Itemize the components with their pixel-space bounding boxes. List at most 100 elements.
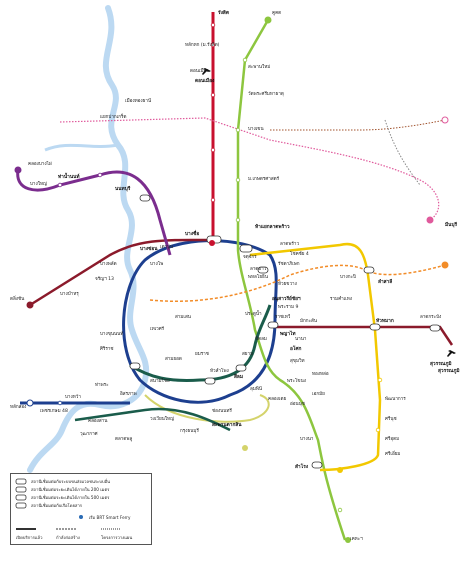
airport-icon bbox=[202, 68, 211, 75]
station-label-bang-na: บางนา bbox=[300, 437, 314, 442]
station-label-chatuchak: จตุจักร bbox=[243, 253, 257, 260]
station-label-lat-krabang: ลาดกระบัง bbox=[420, 313, 441, 320]
station-label-rangsit: รังสิต bbox=[218, 9, 229, 16]
station-label-lat-yao: ลาดยาว bbox=[250, 267, 267, 272]
legend-item-3: สถานีเชื่อมต่อระยะเดินได้ภายใน 500 เมตร bbox=[31, 494, 110, 500]
station-label-bang-son: บางซ่อน bbox=[140, 246, 158, 252]
yellow-line bbox=[249, 242, 382, 472]
station-label-samrong: สำโรง bbox=[295, 463, 309, 470]
legend-graphics: สถานีเชื่อมต่อกับระบบขนส่งมวลชนระบบอื่น … bbox=[15, 478, 132, 540]
station-markers bbox=[14, 16, 449, 513]
station-label-saphan-taksin: สะพานตากสิน bbox=[212, 421, 242, 428]
station-label-phra-khanong: พระโขนง bbox=[287, 377, 306, 384]
station-label-chok-chai: โชคชัย 4 bbox=[290, 250, 309, 257]
station-label-bang-wa: บางหว้า bbox=[65, 394, 81, 400]
station-label-pratunam: ประตูน้ำ bbox=[245, 310, 262, 317]
legend-status-planned: โครงการวางแผน bbox=[101, 535, 132, 540]
station-label-ekkamai: เอกมัย bbox=[312, 390, 325, 397]
station-label-taling-chan: ตลิ่งชัน bbox=[10, 295, 25, 302]
legend-item-5: เรือ BRT Smart Ferry bbox=[89, 515, 131, 520]
interchange-stations bbox=[129, 194, 441, 469]
station-label-chong-nonsi: ช่องนนทรี bbox=[212, 407, 232, 414]
station-label-hua-mak: หัวหมาก bbox=[376, 317, 394, 324]
station-label-wutthakat: วุฒากาศ bbox=[80, 431, 98, 437]
station-label-saphan-mai: สะพานใหม่ bbox=[248, 64, 270, 70]
station-label-siriraj: ศิริราช bbox=[100, 346, 114, 352]
station-label-ramkhamhaeng: รามคำแหง bbox=[330, 296, 352, 302]
station-label-sukhumvit: สุขุมวิท bbox=[290, 358, 305, 364]
orange-line bbox=[149, 264, 446, 303]
station-label-si-udom: ศรีอุดม bbox=[385, 435, 399, 442]
station-label-krung-thon: กรุงธนบุรี bbox=[180, 427, 199, 434]
station-label-bang-yai: บางใหญ่ bbox=[30, 181, 47, 187]
station-label-victory: อนุสาวรีย์ชัยฯ bbox=[272, 295, 301, 302]
station-label-bang-bamru: บางบำหรุ bbox=[60, 291, 79, 297]
station-label-hua-lamphong: หัวลำโพง bbox=[210, 367, 229, 374]
station-label-rama9: พระราม 9 bbox=[278, 304, 298, 310]
legend-item-4: สถานีเชื่อมต่อกับเรือโดยสาร bbox=[31, 502, 83, 508]
legend: สถานีเชื่อมต่อกับระบบขนส่งมวลชนระบบอื่น … bbox=[10, 473, 152, 545]
station-label-lak-hok: หลักหก (ม.รังสิต) bbox=[185, 41, 220, 48]
station-label-khlong-san: คลองสาน bbox=[88, 418, 108, 424]
station-label-phahon: พหลโยธิน bbox=[248, 273, 269, 280]
station-label-charan: จรัญฯ 13 bbox=[95, 275, 114, 282]
station-label-ha-yaek: ห้าแยกลาดพร้าว bbox=[255, 223, 290, 230]
station-label-nana: นานา bbox=[295, 337, 307, 342]
station-label-chit-lom: ชิดลม bbox=[255, 336, 267, 342]
airport-label-suvarnabhumi: สุวรรณภูมิ bbox=[438, 367, 460, 375]
station-label-lat-phrao: ลาดพร้าว bbox=[280, 241, 299, 247]
station-label-sam-yot: สามยอด bbox=[165, 356, 182, 362]
station-label-bang-khun-non: บางขุนนนท์ bbox=[100, 330, 123, 337]
legend-item-1: สถานีเชื่อมต่อกับระบบขนส่งมวลชนระบบอื่น bbox=[31, 478, 110, 484]
station-labels: รังสิต หลักหก (ม.รังสิต) ดอนเมือง คูคต ส… bbox=[10, 9, 457, 542]
station-label-lak-song: หลักสอง bbox=[10, 403, 26, 410]
station-label-thewet: เทเวศร์ bbox=[150, 325, 165, 332]
station-label-khlong-toei: คลองเตย bbox=[268, 397, 286, 402]
depot-icons bbox=[15, 17, 448, 543]
station-label-asok: อโศก bbox=[290, 345, 302, 352]
station-label-min-buri: มีนบุรี bbox=[445, 221, 457, 228]
station-label-ratchathewi: ราชเทวี bbox=[275, 313, 291, 320]
legend-status-open: เปิดบริการแล้ว bbox=[16, 535, 43, 540]
airport-link bbox=[275, 325, 454, 346]
station-label-tao-poon: เตาปูน bbox=[160, 244, 174, 250]
station-label-sam-sen: สามเสน bbox=[175, 314, 192, 320]
station-label-kheha-end: เคหะฯ bbox=[350, 536, 363, 542]
station-label-itsaraphap: อิสรภาพ bbox=[120, 391, 137, 397]
station-label-bang-pho: บางโพ bbox=[150, 260, 163, 267]
chao-phraya-river bbox=[27, 5, 150, 473]
blue-line-loop bbox=[122, 239, 278, 404]
station-label-siam: สยาม bbox=[242, 351, 253, 357]
station-label-phatthanakan: พัฒนาการ bbox=[385, 395, 406, 402]
light-green-line bbox=[236, 19, 347, 541]
station-label-tha-nam-non: ท่าน้ำนนท์ bbox=[58, 172, 80, 180]
brown-line bbox=[270, 119, 446, 131]
station-label-muang-thong: เมืองทองธานี bbox=[125, 97, 152, 104]
airport-label-don-mueang: ดอนเมือง bbox=[195, 77, 215, 84]
station-label-si-iam: ศรีเอี่ยม bbox=[385, 450, 400, 457]
station-label-kheha: คูคต bbox=[272, 11, 281, 16]
dark-green-west bbox=[74, 407, 231, 432]
station-label-yaek-pak-kret: แยกปากเกร็ด bbox=[100, 112, 127, 120]
station-label-on-nut: อ่อนนุช bbox=[290, 401, 305, 407]
station-label-sanam-chai: สนามไชย bbox=[150, 377, 170, 384]
station-label-bang-khen: บางเขน bbox=[248, 127, 264, 132]
station-label-bang-kapi: บางกะปิ bbox=[340, 274, 356, 280]
station-label-phetkasem: เพชรเกษม 48 bbox=[40, 408, 68, 414]
station-label-ratchada: รัชดาภิเษก bbox=[278, 260, 300, 267]
dark-red-line-west bbox=[29, 238, 214, 307]
pink-line bbox=[59, 117, 440, 221]
station-label-makkasan: มักกะสัน bbox=[300, 317, 318, 324]
station-label-kasetsart: ม.เกษตรศาสตร์ bbox=[248, 175, 280, 182]
station-label-talat-phlu: ตลาดพลู bbox=[115, 436, 132, 442]
station-label-phaya-thai: พญาไท bbox=[279, 330, 296, 337]
legend-item-2: สถานีเชื่อมต่อระยะเดินได้ภายใน 200 เมตร bbox=[31, 486, 110, 492]
airport-icon bbox=[447, 350, 456, 357]
station-label-silom: สีลม bbox=[234, 373, 243, 380]
station-label-nonthaburi: นนทบุรี bbox=[115, 185, 131, 192]
station-label-yommarat: ยมราช bbox=[195, 351, 209, 357]
station-label-lumphini: ลุมพินี bbox=[250, 385, 263, 392]
dark-green-line bbox=[129, 304, 272, 382]
grey-line bbox=[384, 119, 421, 186]
